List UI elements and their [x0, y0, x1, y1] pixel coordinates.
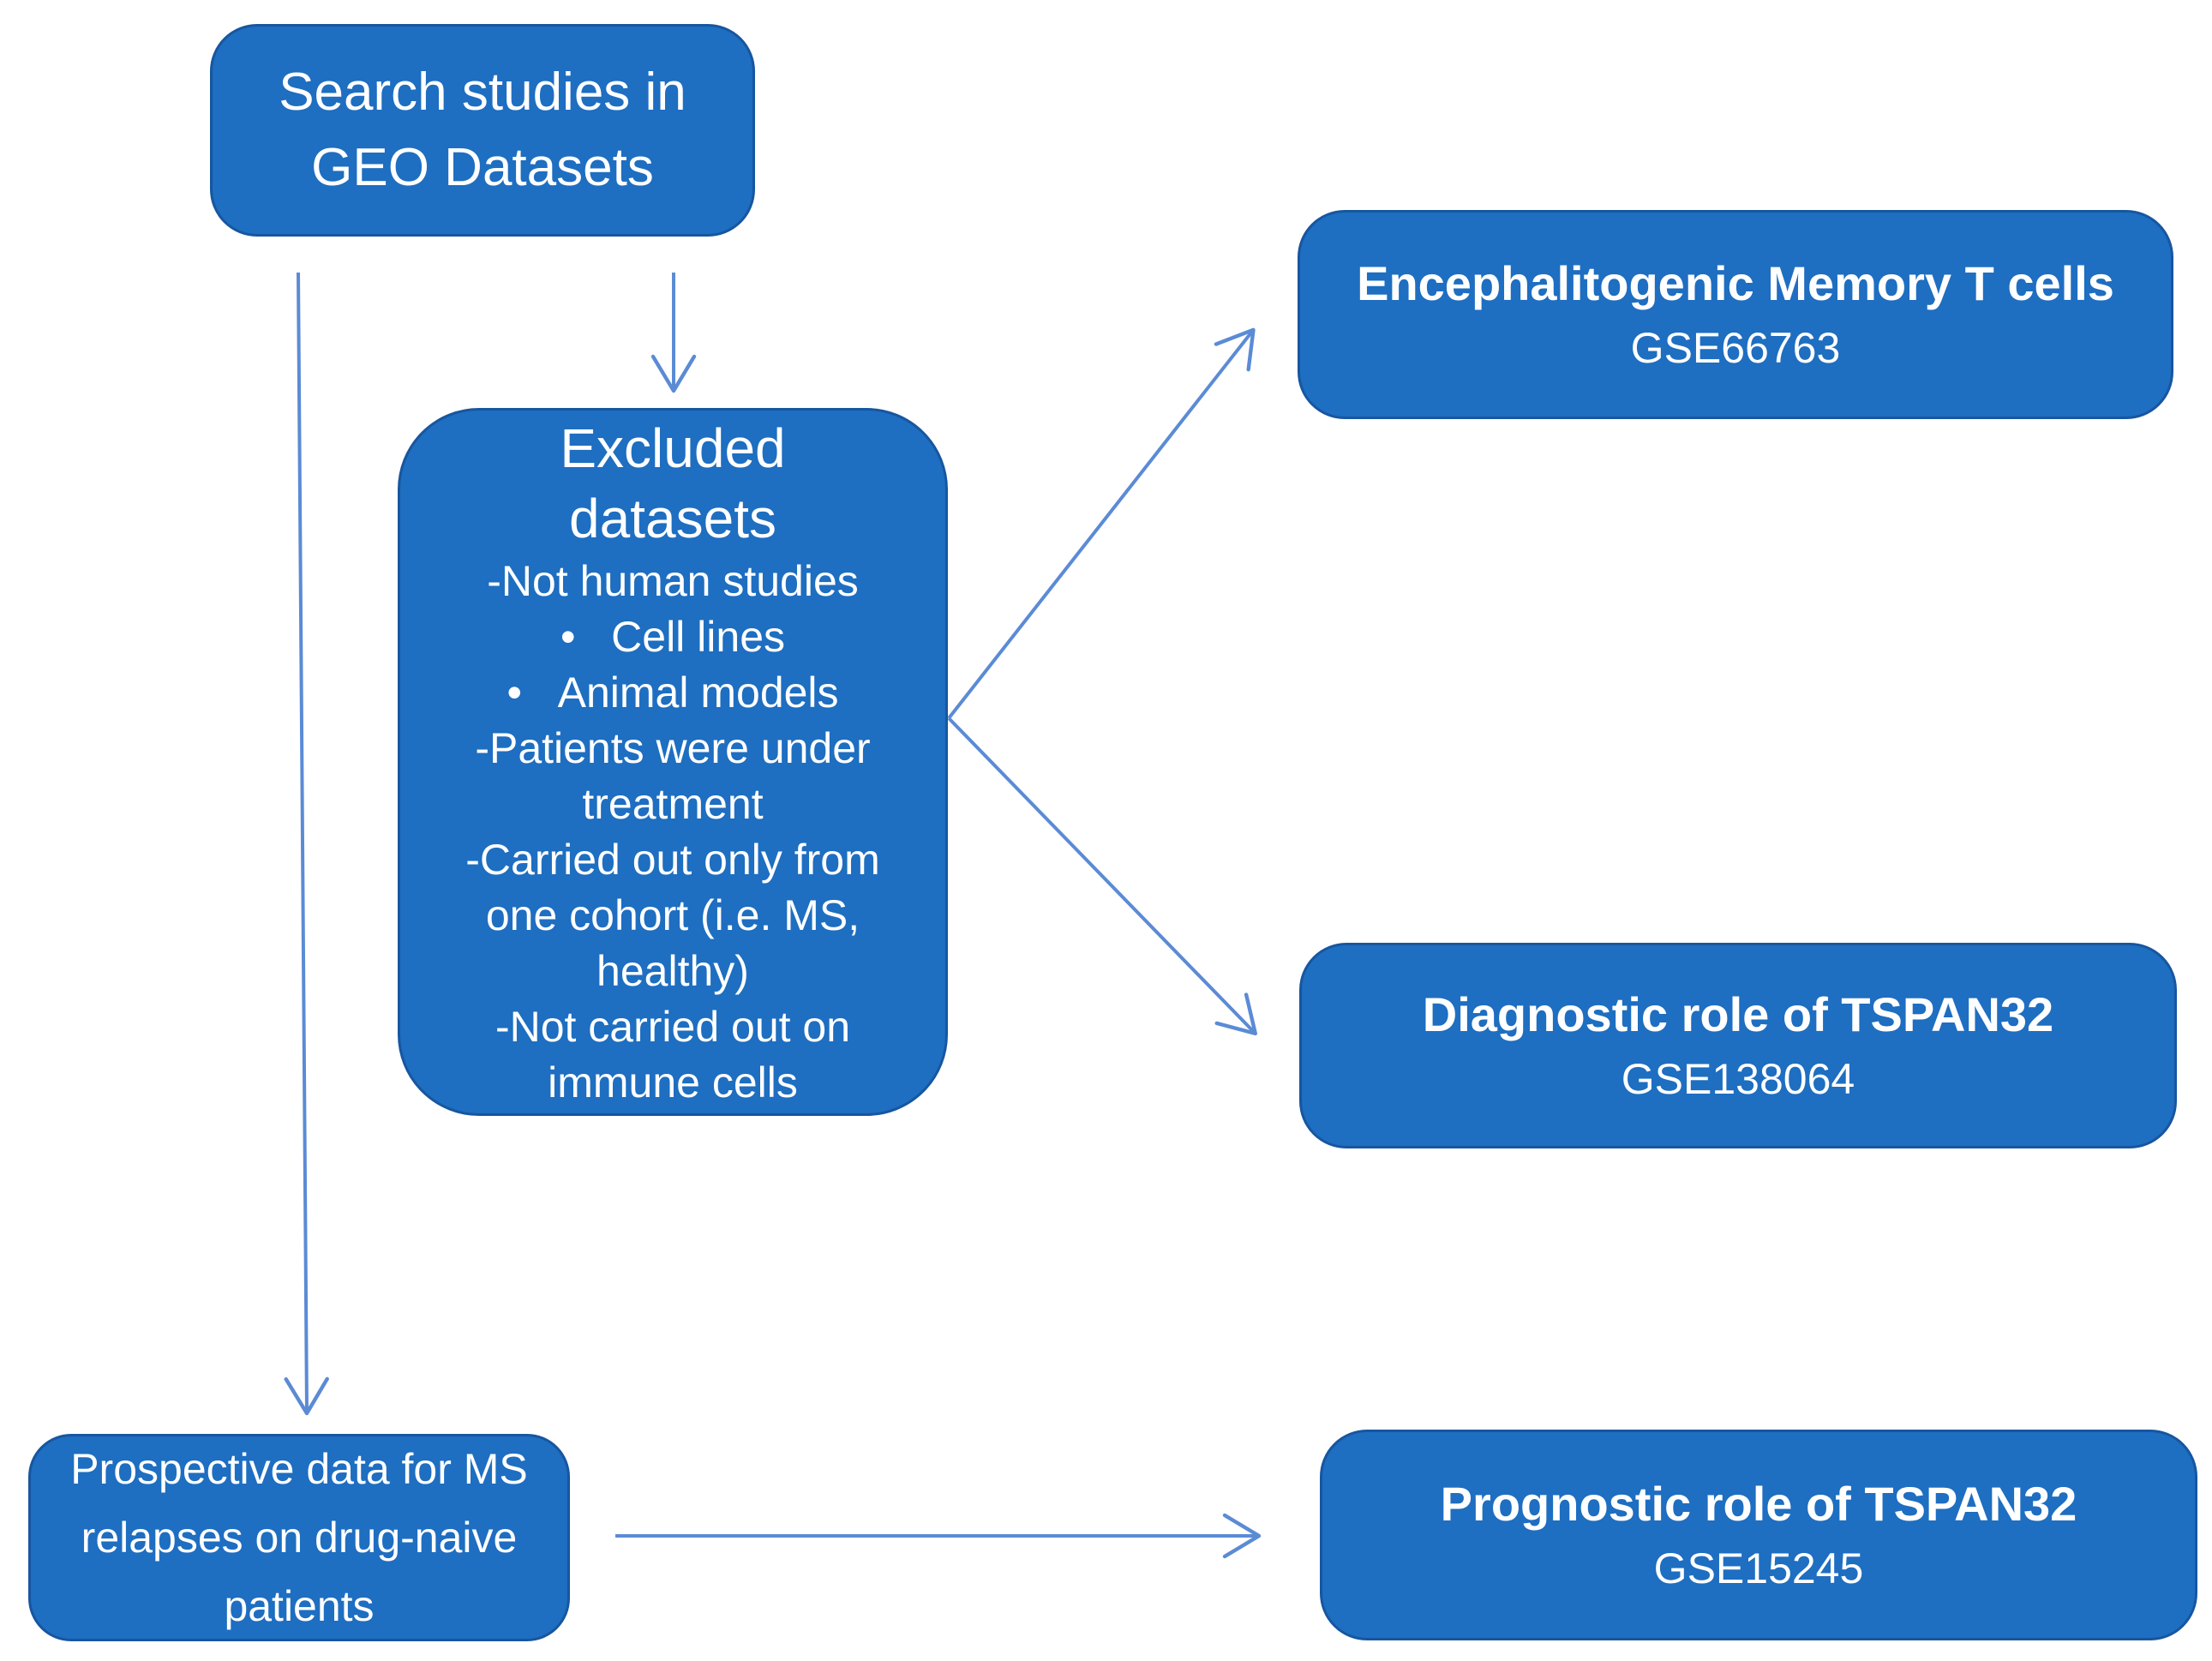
excluded-criterion: immune cells — [548, 1058, 798, 1106]
encephalitogenic-box: Encephalitogenic Memory T cells GSE66763 — [1298, 210, 2173, 419]
encephalitogenic-dataset-id: GSE66763 — [1630, 324, 1841, 372]
excluded-title-line-2: datasets — [569, 488, 776, 549]
diagnostic-title: Diagnostic role of TSPAN32 — [1422, 987, 2054, 1041]
excluded-criterion: one cohort (i.e. MS, — [485, 891, 860, 939]
excluded-criterion-bullet: • Animal models — [507, 669, 839, 717]
diagnostic-dataset-id: GSE138064 — [1621, 1055, 1855, 1103]
arrow-excluded-to-encephalitogenic — [947, 327, 1256, 720]
search-studies-box: Search studies in GEO Datasets — [210, 24, 755, 237]
arrow-excluded-to-diagnostic — [947, 717, 1257, 1036]
prospective-line-1: Prospective data for MS — [70, 1445, 528, 1493]
prospective-line-3: patients — [224, 1582, 375, 1630]
excluded-criterion: -Patients were under — [475, 724, 871, 772]
search-studies-line-2: GEO Datasets — [311, 138, 654, 197]
search-studies-line-1: Search studies in — [279, 63, 686, 122]
encephalitogenic-title: Encephalitogenic Memory T cells — [1357, 256, 2114, 310]
excluded-criterion-bullet: • Cell lines — [560, 613, 786, 661]
excluded-criterion: healthy) — [596, 947, 749, 995]
excluded-criterion: -Not human studies — [487, 557, 859, 605]
prospective-line-2: relapses on drug-naive — [81, 1514, 518, 1562]
diagnostic-box: Diagnostic role of TSPAN32 GSE138064 — [1299, 943, 2177, 1148]
excluded-criterion: -Not carried out on — [495, 1003, 851, 1051]
prognostic-dataset-id: GSE15245 — [1653, 1544, 1864, 1592]
arrow-search-to-prospective — [284, 272, 329, 1416]
excluded-title-line-1: Excluded — [560, 417, 786, 479]
prognostic-box: Prognostic role of TSPAN32 GSE15245 — [1320, 1430, 2197, 1640]
excluded-criterion: -Carried out only from — [465, 836, 880, 884]
prospective-box: Prospective data for MS relapses on drug… — [28, 1434, 570, 1641]
excluded-datasets-box: Excluded datasets -Not human studies • C… — [398, 408, 948, 1116]
excluded-criterion: treatment — [582, 780, 764, 828]
prognostic-title: Prognostic role of TSPAN32 — [1440, 1477, 2077, 1531]
